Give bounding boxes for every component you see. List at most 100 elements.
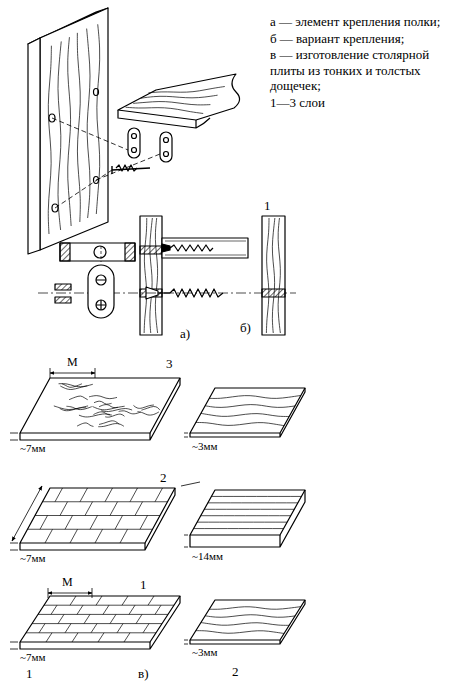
drawing-stroke bbox=[40, 8, 108, 250]
drawing-stroke bbox=[38, 293, 296, 294]
drawing-stroke bbox=[126, 87, 225, 114]
drawing-stroke bbox=[110, 614, 116, 623]
drawing-stroke bbox=[209, 395, 301, 398]
drawing-stroke bbox=[88, 265, 114, 318]
drawing-stroke bbox=[20, 378, 180, 440]
drawing-stroke bbox=[162, 238, 248, 258]
drawing-stroke bbox=[58, 614, 64, 623]
drawing-stroke bbox=[98, 424, 124, 427]
drawing-stroke bbox=[20, 378, 180, 433]
drawing-stroke bbox=[20, 488, 175, 543]
drawing-stroke bbox=[96, 24, 99, 214]
drawing-stroke bbox=[103, 605, 109, 614]
drawing-stroke bbox=[94, 401, 112, 404]
drawing-stroke bbox=[144, 218, 158, 333]
dimension-label: ~7мм bbox=[20, 442, 45, 455]
drawing-stroke bbox=[278, 218, 280, 333]
callout-number: 1 bbox=[264, 198, 271, 214]
drawing-stroke bbox=[128, 128, 140, 158]
callout-number: 3 bbox=[166, 356, 173, 372]
drawing-stroke bbox=[91, 624, 97, 633]
drawing-stroke bbox=[141, 95, 218, 98]
drawing-stroke bbox=[138, 412, 159, 415]
drawing-stroke bbox=[55, 284, 71, 290]
dimension-label: ~3мм bbox=[192, 646, 217, 659]
drawing-stroke bbox=[60, 502, 68, 516]
drawing-stroke bbox=[59, 384, 93, 387]
drawing-stroke bbox=[58, 41, 61, 230]
drawing-stroke bbox=[132, 148, 137, 153]
dimension-label: М bbox=[62, 575, 73, 589]
drawing-stroke bbox=[190, 490, 305, 547]
drawing-stroke bbox=[115, 516, 123, 530]
drawing-stroke bbox=[140, 246, 162, 254]
drawing-stroke bbox=[165, 241, 246, 255]
legend-line: а — элемент крепления полки; bbox=[270, 14, 458, 30]
drawing-stroke bbox=[133, 405, 153, 408]
drawing-stroke bbox=[155, 218, 157, 333]
drawing-stroke bbox=[72, 633, 78, 642]
drawing-stroke bbox=[155, 488, 163, 502]
drawing-stroke bbox=[118, 74, 240, 120]
drawing-stroke bbox=[126, 107, 204, 113]
callout-number: 1 bbox=[26, 666, 33, 682]
drawing-stroke bbox=[125, 243, 135, 261]
drawing-stroke bbox=[201, 413, 289, 416]
drawing-stroke bbox=[77, 33, 80, 222]
drawing-stroke bbox=[48, 46, 51, 234]
dimension-label: ~3мм bbox=[192, 440, 217, 453]
drawing-stroke bbox=[181, 482, 200, 486]
view-label: б) bbox=[240, 320, 251, 336]
drawing-stroke bbox=[208, 502, 298, 503]
drawing-stroke bbox=[112, 166, 150, 174]
drawing-stroke bbox=[20, 488, 175, 550]
drawing-stroke bbox=[130, 488, 138, 502]
drawing-stroke bbox=[40, 516, 48, 530]
drawing-stroke bbox=[60, 243, 135, 261]
drawing-stroke bbox=[28, 38, 40, 254]
drawing-stroke bbox=[211, 496, 301, 497]
callout-number: 2 bbox=[160, 470, 167, 486]
drawing-stroke bbox=[164, 152, 169, 157]
drawing-stroke bbox=[133, 102, 210, 105]
drawing-stroke bbox=[190, 600, 305, 644]
drawing-stroke bbox=[70, 529, 78, 543]
drawing-stroke bbox=[69, 396, 88, 400]
drawing-stroke bbox=[122, 596, 128, 605]
drawing-stroke bbox=[117, 624, 123, 633]
drawing-stroke bbox=[124, 633, 130, 642]
legend-line: 1—3 слои bbox=[270, 95, 458, 111]
drawing-stroke bbox=[110, 502, 118, 516]
drawing-stroke bbox=[140, 216, 162, 335]
drawing-stroke bbox=[51, 605, 57, 614]
drawing-stroke bbox=[272, 218, 274, 333]
drawing-stroke bbox=[196, 631, 284, 634]
drawing-stroke bbox=[197, 522, 287, 523]
view-label: в) bbox=[138, 666, 148, 682]
callout-number: 2 bbox=[232, 664, 239, 680]
drawing-stroke bbox=[201, 623, 289, 626]
drawing-stroke bbox=[10, 8, 305, 649]
drawing-stroke bbox=[89, 396, 117, 399]
drawing-stroke bbox=[99, 421, 119, 425]
drawing-stroke bbox=[164, 138, 169, 143]
drawing-stroke bbox=[204, 509, 294, 510]
drawing-stroke bbox=[132, 134, 137, 139]
drawing-stroke bbox=[205, 615, 295, 618]
drawing-stroke bbox=[190, 388, 305, 437]
drawing-stroke bbox=[105, 488, 113, 502]
drawing-stroke bbox=[85, 502, 93, 516]
legend-line: б — вариант крепления; bbox=[270, 31, 458, 47]
drawing-stroke bbox=[119, 411, 141, 414]
drawing-stroke bbox=[90, 516, 98, 530]
dimension-label: М bbox=[67, 355, 78, 369]
drawing-stroke bbox=[46, 633, 52, 642]
drawing-stroke bbox=[70, 596, 76, 605]
drawing-stroke bbox=[160, 132, 172, 162]
dimension-label: ~14мм bbox=[192, 550, 223, 563]
drawing-stroke bbox=[205, 405, 295, 408]
drawing-stroke bbox=[99, 405, 118, 408]
drawing-stroke bbox=[120, 529, 128, 543]
